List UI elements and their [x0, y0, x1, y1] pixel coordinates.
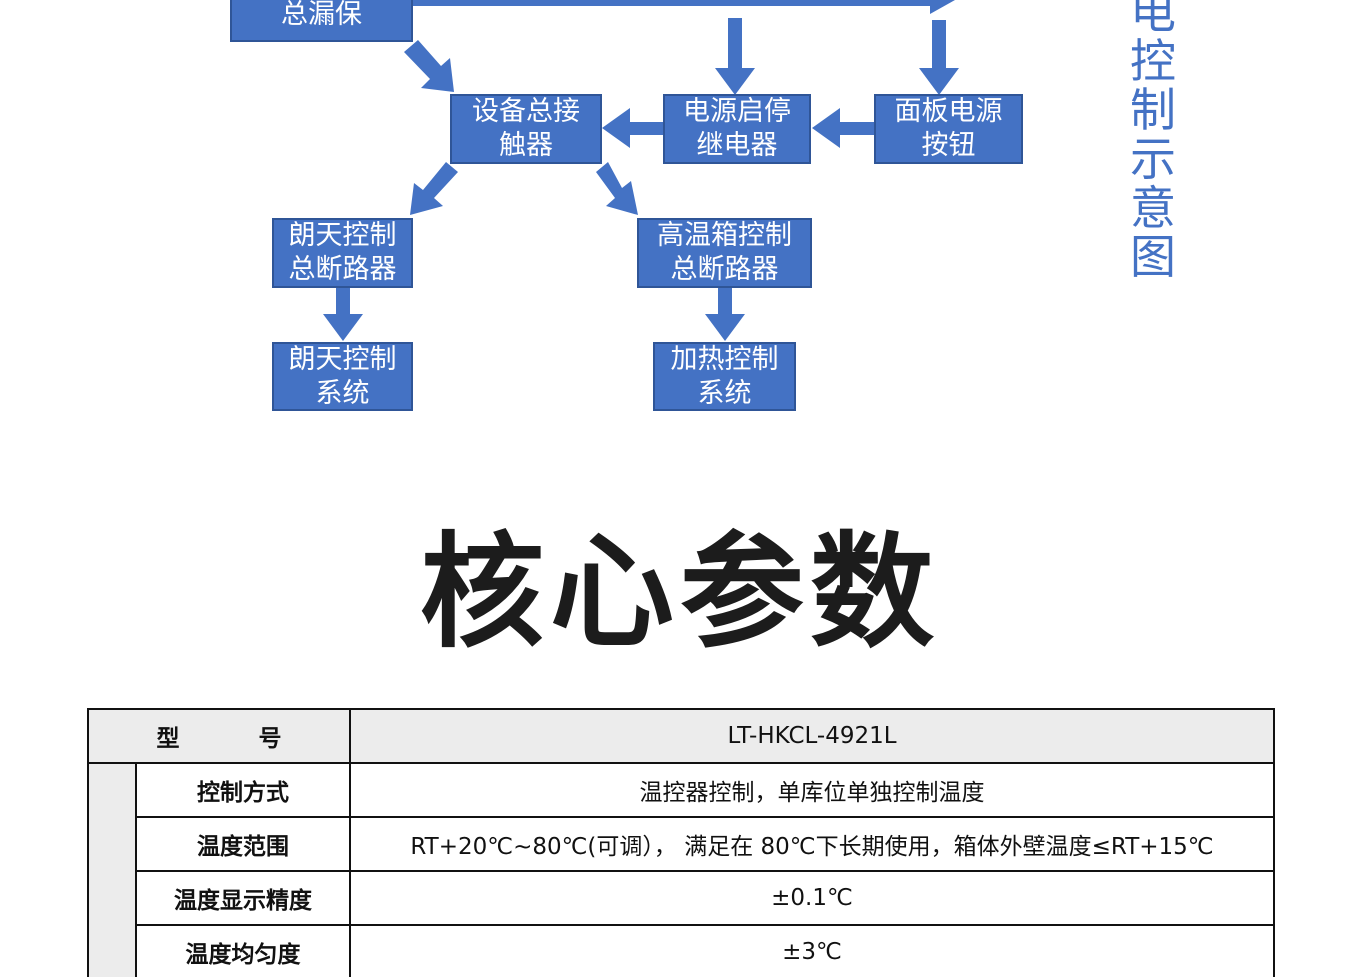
arrow-bus-head — [930, 0, 955, 14]
vertical-title-char: 图 — [1130, 230, 1176, 284]
box-heating-system: 加热控制 系统 — [653, 342, 796, 411]
box-langtian-system-line2: 系统 — [315, 377, 370, 409]
spec-table: 型 号 LT-HKCL-4921L 控制方式 温控器控制，单库位单独控制温度 温… — [87, 708, 1275, 977]
row-label: 温度均匀度 — [135, 924, 351, 977]
diagram-vertical-title: 电 控 制 示 意 图 — [1127, 0, 1179, 282]
box-power-relay: 电源启停 继电器 — [663, 94, 811, 164]
row-value: ±0.1℃ — [349, 870, 1275, 926]
arrow-bus-to-panel-head — [919, 68, 959, 95]
section-heading: 核心参数 — [419, 521, 940, 665]
box-langtian-breaker-line1: 朗天控制 — [288, 220, 397, 251]
vertical-title-char: 示 — [1130, 132, 1176, 186]
arrow-lt-breaker-to-lt-system-head — [323, 314, 363, 341]
box-langtian-breaker-line2: 总断路器 — [288, 254, 397, 285]
model-value: LT-HKCL-4921L — [349, 708, 1275, 764]
box-langtian-system-line1: 朗天控制 — [288, 343, 397, 375]
control-flow-diagram: 总漏保 设备总接 触器 电源启停 继电器 面板电源 按钮 朗天控制 总断路器 高… — [0, 0, 1360, 480]
table-row: 温度显示精度 ±0.1℃ — [88, 870, 1275, 926]
table-row: 温度范围 RT+20℃~80℃(可调）， 满足在 80℃下长期使用，箱体外壁温度… — [88, 816, 1275, 872]
arrow-leak-to-contactor — [404, 40, 454, 92]
row-label: 控制方式 — [135, 762, 351, 818]
diagram-arrows — [323, 0, 959, 341]
table-row: 控制方式 温控器控制，单库位单独控制温度 — [87, 762, 1275, 977]
arrow-panel-to-relay-head — [812, 108, 840, 148]
box-panel-power-button: 面板电源 按钮 — [874, 94, 1023, 164]
arrow-lt-breaker-to-lt-system-shaft — [336, 286, 350, 316]
model-label: 型 号 — [87, 708, 351, 764]
box-heating-system-line1: 加热控制 — [670, 343, 779, 375]
box-high-temp-breaker-line2: 总断路器 — [670, 254, 779, 285]
box-total-leakage-protector-label: 总漏保 — [281, 0, 362, 30]
table-row-model: 型 号 LT-HKCL-4921L — [87, 708, 1275, 764]
row-value: RT+20℃~80℃(可调）， 满足在 80℃下长期使用，箱体外壁温度≤RT+1… — [349, 816, 1275, 872]
arrow-bus-to-panel-shaft — [932, 20, 946, 70]
arrow-relay-to-contactor-head — [602, 108, 630, 148]
box-high-temp-breaker: 高温箱控制 总断路器 — [637, 218, 812, 288]
row-label: 温度范围 — [135, 816, 351, 872]
table-row: 温度均匀度 ±3℃ — [88, 924, 1275, 977]
box-panel-power-button-line1: 面板电源 — [894, 96, 1003, 127]
arrow-bus-line — [410, 0, 935, 6]
vertical-title-char: 意 — [1130, 181, 1176, 235]
box-heating-system-line2: 系统 — [697, 377, 752, 409]
row-value: 温控器控制，单库位单独控制温度 — [349, 762, 1275, 818]
box-langtian-system: 朗天控制 系统 — [272, 342, 413, 411]
arrow-bus-to-relay-head — [715, 68, 755, 95]
row-value: ±3℃ — [349, 924, 1275, 977]
arrow-relay-to-contactor-shaft — [628, 122, 666, 135]
arrow-contactor-to-lt-breaker — [410, 162, 458, 215]
vertical-title-char: 制 — [1130, 83, 1176, 137]
box-langtian-breaker: 朗天控制 总断路器 — [272, 218, 413, 288]
box-power-relay-line2: 继电器 — [696, 130, 778, 161]
arrow-ht-breaker-to-heat-system-shaft — [718, 286, 732, 316]
arrow-contactor-to-ht-breaker — [596, 162, 638, 215]
row-label: 温度显示精度 — [135, 870, 351, 926]
vertical-title-char: 控 — [1130, 34, 1176, 88]
vertical-title-char: 电 — [1130, 0, 1176, 39]
box-main-contactor-line2: 触器 — [499, 130, 553, 161]
box-main-contactor: 设备总接 触器 — [450, 94, 602, 164]
box-power-relay-line1: 电源启停 — [683, 96, 791, 127]
group-cell — [87, 762, 137, 977]
box-total-leakage-protector: 总漏保 — [230, 0, 413, 42]
box-main-contactor-line1: 设备总接 — [472, 96, 580, 127]
box-panel-power-button-line2: 按钮 — [921, 130, 976, 161]
arrow-bus-to-relay-shaft — [728, 18, 742, 70]
box-high-temp-breaker-line1: 高温箱控制 — [657, 220, 792, 251]
arrow-panel-to-relay-shaft — [838, 122, 876, 135]
arrow-ht-breaker-to-heat-system-head — [705, 314, 745, 341]
